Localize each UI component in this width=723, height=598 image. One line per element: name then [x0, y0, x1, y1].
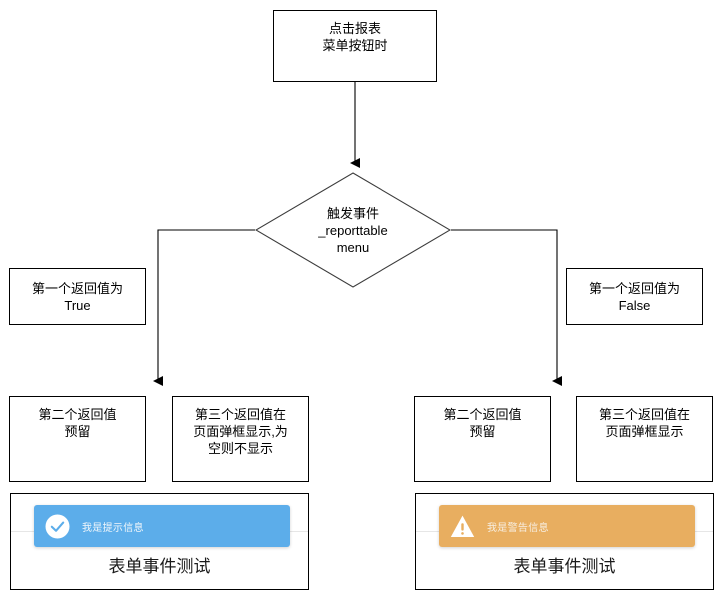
edge-decision-to-true: [153, 229, 255, 386]
diamond-shape: [255, 172, 451, 288]
screenshot-warning-panel: 我是警告信息 表单事件测试: [415, 493, 714, 590]
warning-panel-title: 表单事件测试: [513, 557, 616, 577]
node-decision-label: 触发事件 _reporttable menu: [318, 205, 388, 255]
edge-decision-to-false: [451, 229, 562, 386]
check-circle-icon: [45, 514, 70, 539]
warning-alert-text: 我是警告信息: [487, 522, 549, 534]
warning-alert: 我是警告信息: [439, 505, 695, 547]
node-true-second-return: 第二个返回值 预留: [9, 396, 146, 482]
success-panel-title: 表单事件测试: [108, 557, 211, 577]
node-start: 点击报表 菜单按钮时: [273, 10, 437, 82]
node-true-third-return: 第三个返回值在 页面弹框显示,为 空则不显示: [172, 396, 309, 482]
node-false-second-return: 第二个返回值 预留: [414, 396, 551, 482]
warning-triangle-icon: [450, 514, 475, 539]
node-branch-false: 第一个返回值为 False: [566, 268, 703, 325]
screenshot-success-panel: 我是提示信息 表单事件测试: [10, 493, 309, 590]
success-alert: 我是提示信息: [34, 505, 290, 547]
node-decision: 触发事件 _reporttable menu: [255, 172, 451, 288]
node-branch-true: 第一个返回值为 True: [9, 268, 146, 325]
success-alert-text: 我是提示信息: [82, 522, 144, 534]
node-false-third-return: 第三个返回值在 页面弹框显示: [576, 396, 713, 482]
